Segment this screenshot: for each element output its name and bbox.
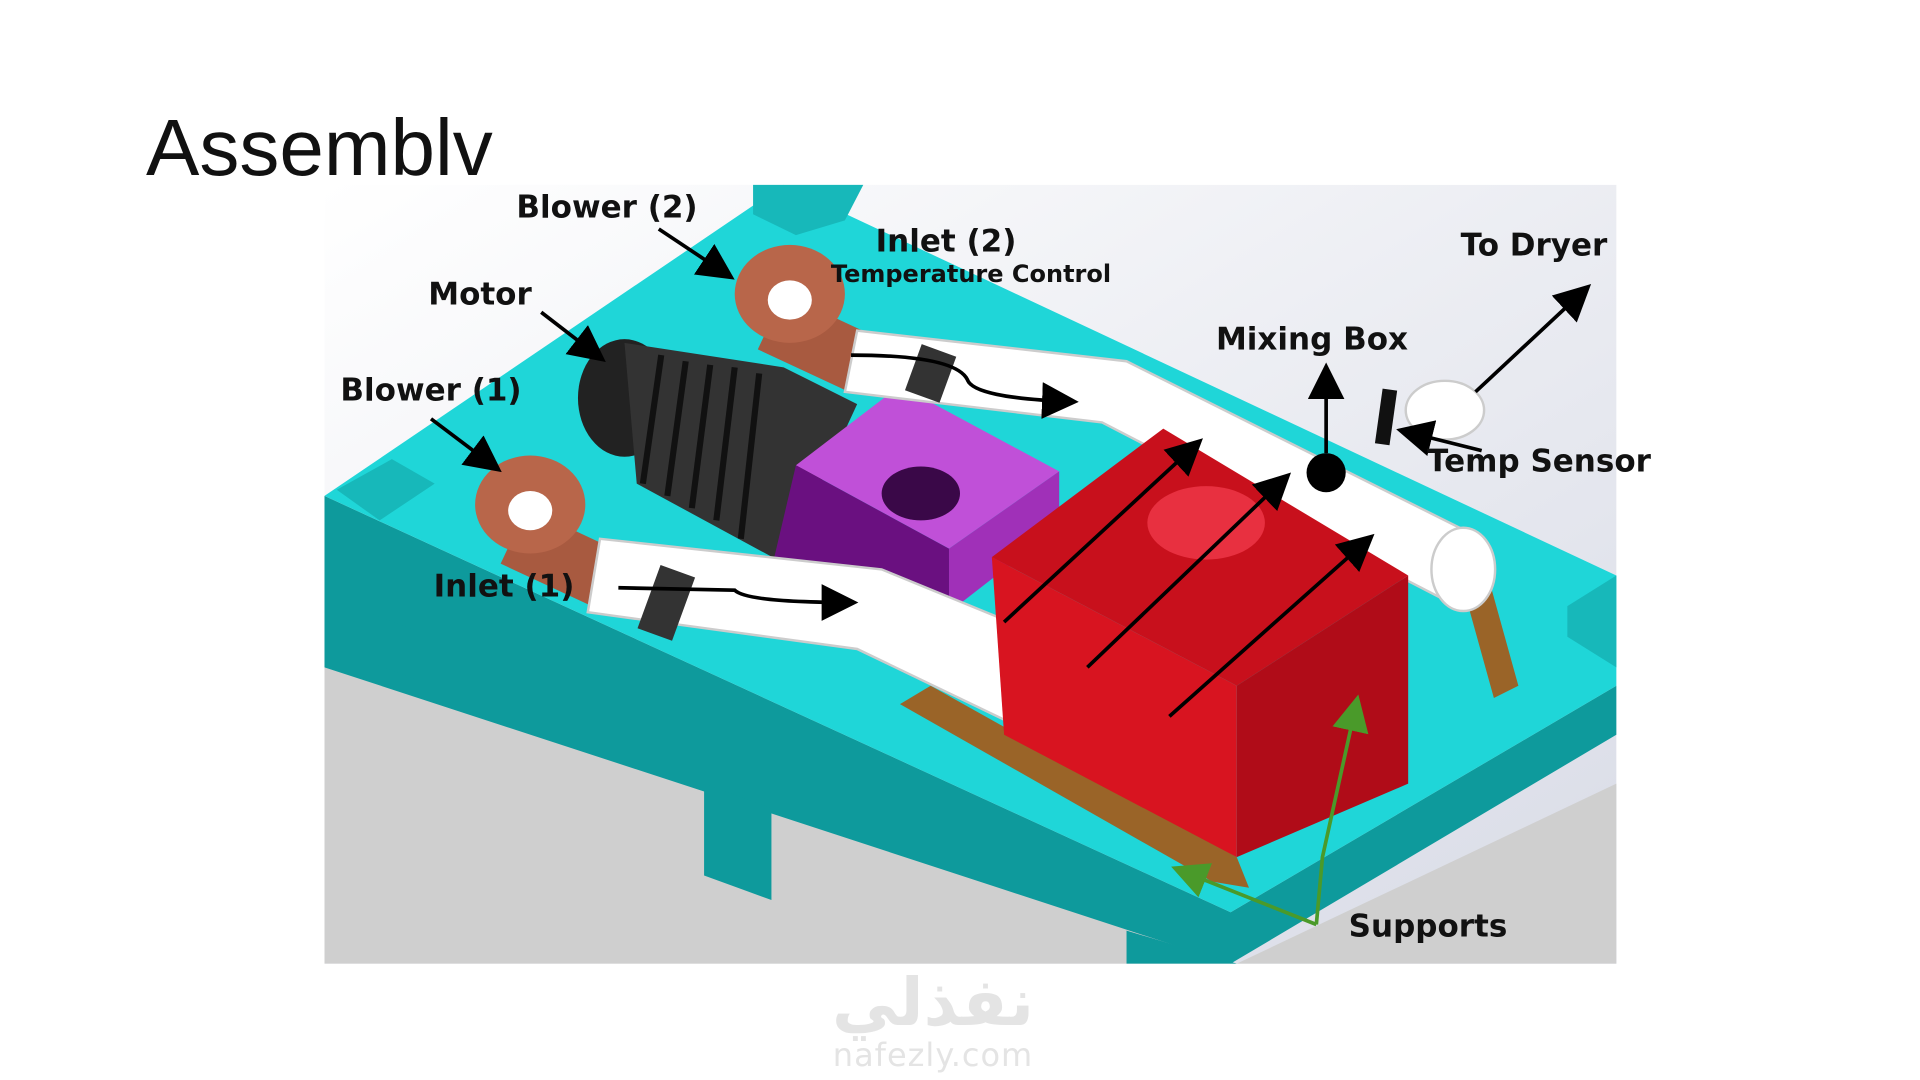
arrow [540,310,606,363]
platform-corner [336,459,435,521]
support-arrow [1171,863,1318,927]
arrow [618,584,859,621]
platform-shadow [324,661,1617,964]
arrow [1474,283,1592,394]
support-arrow [1314,694,1369,925]
label-blower-1: Blower (1) [340,372,522,409]
label-temp-sensor: Temp Sensor [1427,443,1651,480]
label-temperature-control: Temperature Control [830,260,1112,288]
platform-corner [1567,575,1617,668]
label-supports: Supports [1348,908,1508,945]
label-motor: Motor [428,276,532,313]
mixing-box-front [1236,575,1409,858]
label-to-dryer: To Dryer [1460,227,1608,264]
wood-support [900,685,1249,888]
purple-box-opening [881,466,961,521]
watermark-latin: nafezly.com [832,1036,1034,1074]
mixing-box-side [991,557,1237,858]
label-inlet-1: Inlet (1) [433,568,575,605]
blower-2 [734,244,873,391]
blower-1 [475,455,616,606]
arrow [1168,533,1375,718]
mixing-point [1306,453,1346,493]
temp-sensor [1374,388,1398,446]
slide-title: Assemblv [146,103,493,192]
arrow [657,227,735,280]
watermark-logo: نفذلي nafezly.com [783,964,1083,1075]
label-blower-2: Blower (2) [516,189,698,226]
dryer-outlet [1404,379,1486,441]
platform-leg [704,783,772,901]
arrow [1002,438,1203,624]
mixing-box-lid [1147,486,1265,560]
platform-leg [367,612,417,680]
arrow [429,417,502,473]
arrow [851,353,1079,419]
platform-leg [1126,930,1237,964]
arrow [1086,472,1292,669]
label-mixing-box: Mixing Box [1215,321,1409,358]
arrow [1396,420,1483,456]
platform-corner [753,184,864,236]
watermark-arabic: نفذلي [832,964,1034,1041]
label-inlet-2: Inlet (2) [875,223,1017,260]
platform-side [324,495,1617,964]
purple-box-front [948,471,1060,613]
pipe-clamp [637,564,696,641]
